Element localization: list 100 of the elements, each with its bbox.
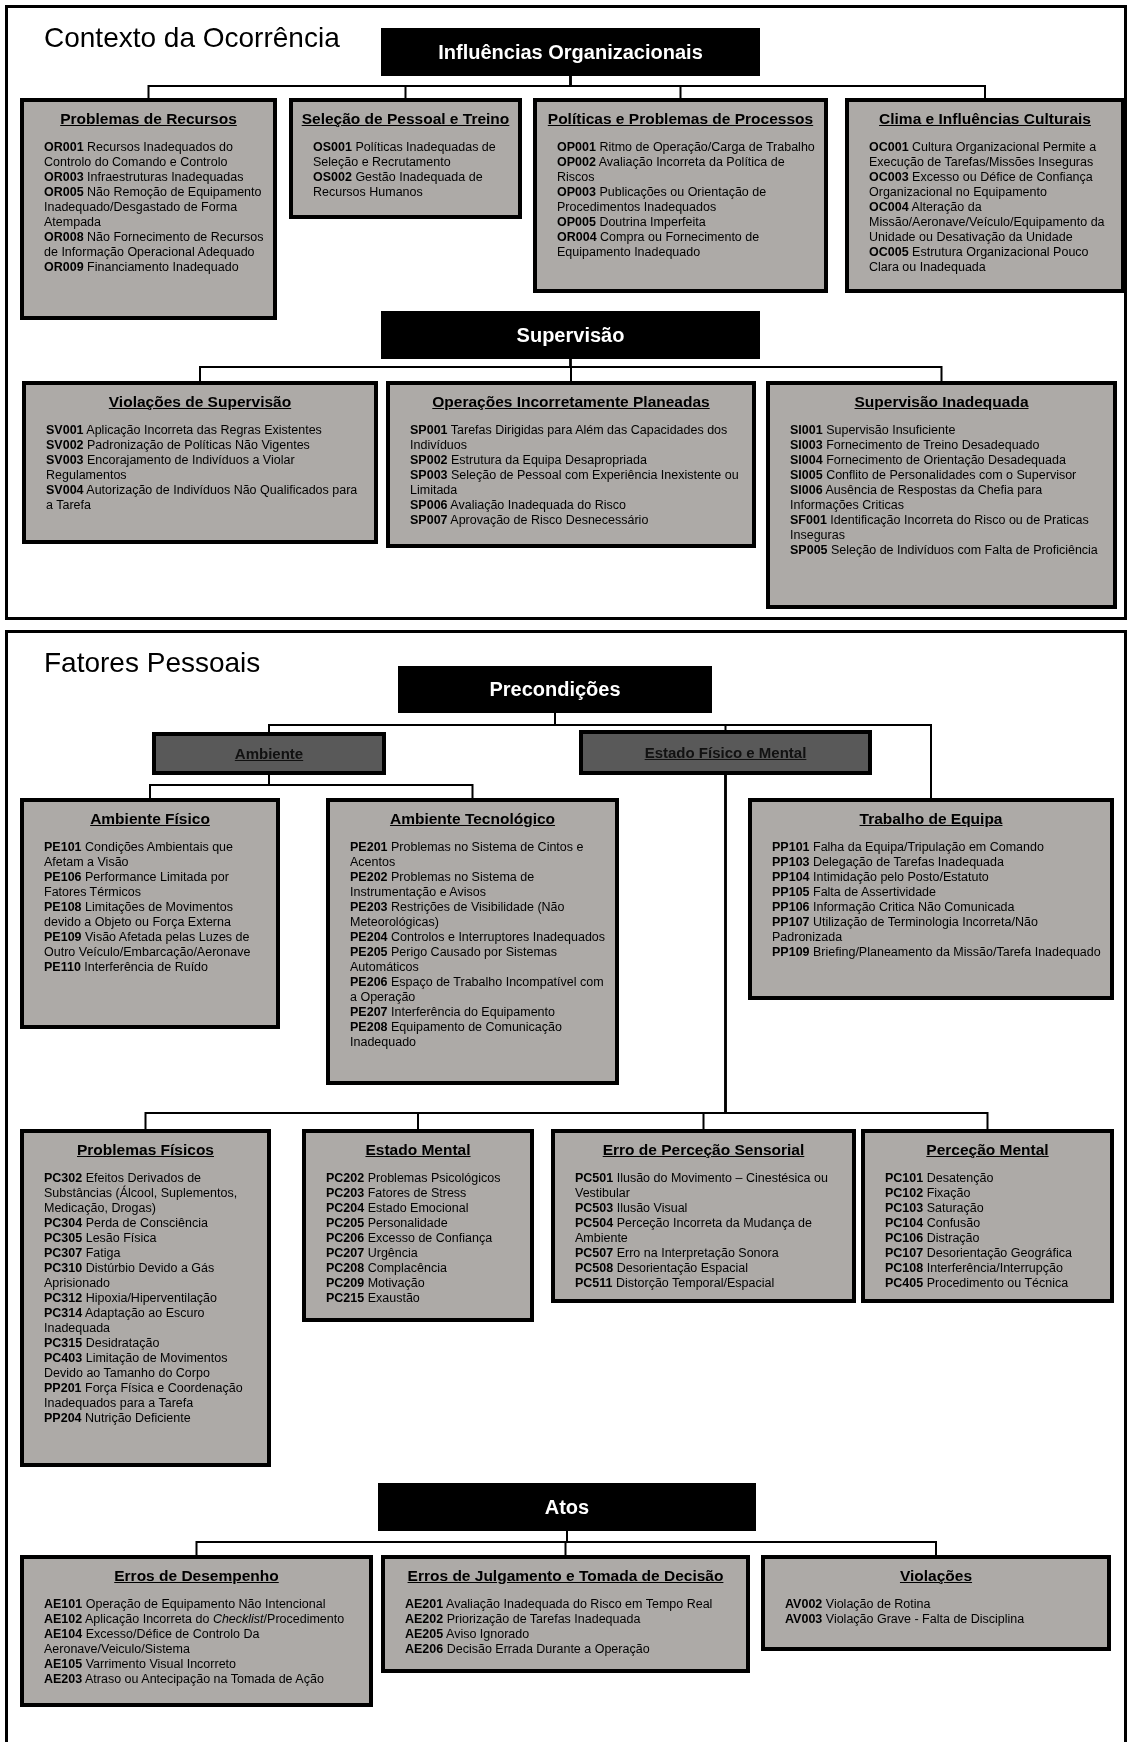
code-item: PC403 Limitação de Movimentos Devido ao Tamanho do Corpo xyxy=(44,1351,229,1381)
category-box xyxy=(761,1555,1111,1651)
code-item: PC310 Distúrbio Devido a Gás Aprisionado xyxy=(44,1261,216,1291)
code-item: PC101 Desatenção xyxy=(885,1171,995,1186)
code-item: SV001 Aplicação Incorreta das Regras Existentes xyxy=(46,423,323,438)
category-box xyxy=(22,381,378,544)
code-item: AE201 Avaliação Inadequada do Risco em Tempo Real xyxy=(405,1597,714,1612)
code-item: OC003 Excesso ou Défice de Confiança Organizacional no Equipamento xyxy=(869,170,1094,200)
code-item: AE105 Varrimento Visual Incorreto xyxy=(44,1657,237,1672)
code-item: AE102 Aplicação Incorreta do Checklist/Procedimento xyxy=(44,1612,346,1627)
code-item: PE207 Interferência do Equipamento xyxy=(350,1005,556,1020)
category-box xyxy=(386,381,756,548)
code-item: PE208 Equipamento de Comunicação Inadequado xyxy=(350,1020,563,1050)
section-frame xyxy=(5,5,1127,620)
code-item: SP006 Avaliação Inadequada do Risco xyxy=(410,498,627,513)
code-item: PP204 Nutrição Deficiente xyxy=(44,1411,192,1426)
code-item: PP201 Força Física e Coordenação Inadequados para a Tarefa xyxy=(44,1381,244,1411)
code-item: PC203 Fatores de Stress xyxy=(326,1186,468,1201)
code-item: PC507 Erro na Interpretação Sonora xyxy=(575,1246,780,1261)
code-item: SI005 Conflito de Personalidades com o Supervisor xyxy=(790,468,1078,483)
box-heading: Estado Mental xyxy=(364,1141,472,1159)
code-item: PP104 Intimidação pelo Posto/Estatuto xyxy=(772,870,990,885)
box-heading: Supervisão Inadequada xyxy=(853,393,1030,411)
connector-line xyxy=(569,75,986,99)
code-item: PC106 Distração xyxy=(885,1231,981,1246)
code-item: PE110 Interferência de Ruído xyxy=(44,960,209,975)
category-box xyxy=(20,798,280,1029)
code-item: PE205 Perigo Causado por Sistemas Automáticos xyxy=(350,945,559,975)
connector-line xyxy=(268,774,474,799)
code-item: PP101 Falha da Equipa/Tripulação em Comando xyxy=(772,840,1045,855)
category-header-box xyxy=(579,730,872,775)
category-box xyxy=(533,98,828,293)
code-item: SP005 Seleção de Indivíduos com Falta de Proficiência xyxy=(790,543,1099,558)
connector-line xyxy=(569,358,943,382)
code-item: AV003 Violação Grave - Falta de Disciplina xyxy=(785,1612,1026,1627)
code-item: PC405 Procedimento ou Técnica xyxy=(885,1276,1070,1291)
code-item: PC204 Estado Emocional xyxy=(326,1201,470,1216)
code-item: OR003 Infraestruturas Inadequadas xyxy=(44,170,245,185)
code-item: PC315 Desidratação xyxy=(44,1336,161,1351)
code-item: PE109 Visão Afetada pelas Luzes de Outro Veículo/Embarcação/Aeronave xyxy=(44,930,252,960)
code-item: SP007 Aprovação de Risco Desnecessário xyxy=(410,513,650,528)
level-header-box xyxy=(378,1483,756,1531)
box-heading: Ambiente Tecnológico xyxy=(388,810,557,828)
code-item: PC102 Fixação xyxy=(885,1186,972,1201)
category-box xyxy=(289,98,522,219)
code-item: OC005 Estrutura Organizacional Pouco Clara ou Inadequada xyxy=(869,245,1090,275)
box-heading: Seleção de Pessoal e Treino xyxy=(301,110,510,128)
code-item: SP002 Estrutura da Equipa Desapropriada xyxy=(410,453,648,468)
box-heading: Violações de Supervisão xyxy=(107,393,293,411)
code-item: SI003 Fornecimento de Treino Desadequado xyxy=(790,438,1041,453)
code-item: AE205 Aviso Ignorado xyxy=(405,1627,531,1642)
header-text: Estado Físico e Mental xyxy=(644,744,807,761)
code-item: SV002 Padronização de Políticas Não Vigentes xyxy=(46,438,311,453)
code-item: PC205 Personalidade xyxy=(326,1216,449,1231)
category-box xyxy=(551,1129,856,1303)
code-item: SV003 Encorajamento de Indivíduos a Violar Regulamentos xyxy=(46,453,296,483)
header-text: Supervisão xyxy=(516,323,625,347)
category-box xyxy=(302,1129,534,1322)
code-item: OC004 Alteração da Missão/Aeronave/Veículo/Equipamento da Unidade ou Desativação da Unidade xyxy=(869,200,1106,245)
code-item: PE204 Controlos e Interruptores Inadequados xyxy=(350,930,607,945)
header-text: Atos xyxy=(544,1495,590,1519)
code-item: OS001 Políticas Inadequadas de Seleção e Recrutamento xyxy=(313,140,497,170)
code-item: PC511 Distorção Temporal/Espacial xyxy=(575,1276,776,1291)
code-item: AE202 Priorização de Tarefas Inadequada xyxy=(405,1612,642,1627)
code-item: OP003 Publicações ou Orientação de Procedimentos Inadequados xyxy=(557,185,768,215)
code-item: PE206 Espaço de Trabalho Incompatível com a Operação xyxy=(350,975,605,1005)
code-item: PE203 Restrições de Visibilidade (Não Meteorológicas) xyxy=(350,900,566,930)
box-heading: Clima e Influências Culturais xyxy=(878,110,1092,128)
box-heading: Problemas Físicos xyxy=(76,1141,215,1159)
code-item: AE206 Decisão Errada Durante a Operação xyxy=(405,1642,651,1657)
box-heading: Operações Incorretamente Planeadas xyxy=(431,393,711,411)
code-item: OR004 Compra ou Fornecimento de Equipamento Inadequado xyxy=(557,230,761,260)
code-item: PC314 Adaptação ao Escuro Inadequada xyxy=(44,1306,206,1336)
box-heading: Trabalho de Equipa xyxy=(858,810,1004,828)
code-item: PC103 Saturação xyxy=(885,1201,985,1216)
code-item: PP107 Utilização de Terminologia Incorreta/Não Padronizada xyxy=(772,915,1039,945)
code-item: OP002 Avaliação Incorreta da Política de Riscos xyxy=(557,155,786,185)
code-item: PE201 Problemas no Sistema de Cintos e Acentos xyxy=(350,840,585,870)
code-item: PE101 Condições Ambientais que Afetam a Visão xyxy=(44,840,234,870)
box-heading: Erro de Perceção Sensorial xyxy=(601,1141,806,1159)
box-heading: Perceção Mental xyxy=(925,1141,1050,1159)
code-item: PC304 Perda de Consciência xyxy=(44,1216,209,1231)
code-item: PC504 Perceção Incorreta da Mudança de Ambiente xyxy=(575,1216,813,1246)
category-box xyxy=(326,798,619,1085)
category-header-box xyxy=(152,732,386,775)
level-header-box xyxy=(381,28,760,76)
code-item: PC208 Complacência xyxy=(326,1261,448,1276)
code-item: PE202 Problemas no Sistema de Instrumentação e Avisos xyxy=(350,870,536,900)
code-item: PC108 Interferência/Interrupção xyxy=(885,1261,1064,1276)
code-item: PC312 Hipoxia/Hiperventilação xyxy=(44,1291,219,1306)
code-item: OR008 Não Fornecimento de Recursos de Informação Operacional Adequado xyxy=(44,230,265,260)
code-item: AV002 Violação de Rotina xyxy=(785,1597,932,1612)
code-item: OP001 Ritmo de Operação/Carga de Trabalho xyxy=(557,140,816,155)
code-item: PC501 Ilusão do Movimento – Cinestésica ou Vestibular xyxy=(575,1171,829,1201)
category-box xyxy=(20,1555,373,1707)
code-item: SF001 Identificação Incorreta do Risco ou de Praticas Inseguras xyxy=(790,513,1090,543)
connector-line xyxy=(724,774,989,1130)
box-heading: Erros de Desempenho xyxy=(113,1567,280,1585)
section-title: Fatores Pessoais xyxy=(44,647,261,679)
code-item: PC215 Exaustão xyxy=(326,1291,421,1306)
